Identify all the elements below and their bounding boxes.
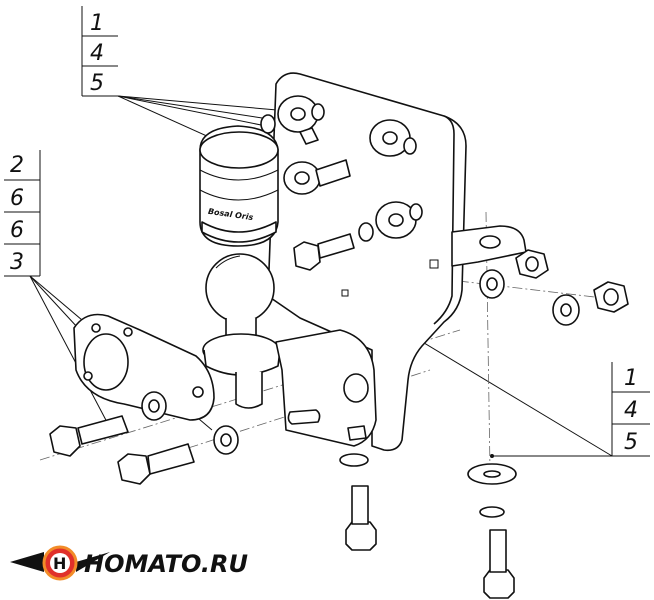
ball-cover: Bosal Oris: [199, 125, 279, 247]
nuts: [299, 127, 629, 313]
callout-table-top-left: 1 4 5: [81, 6, 118, 97]
callout-label: 6: [10, 186, 24, 211]
callout-label: 4: [90, 41, 104, 66]
callout-label: 5: [624, 430, 638, 455]
logo-wing-right: [76, 552, 110, 572]
callout-label: 3: [10, 250, 24, 275]
callout-label: 1: [624, 366, 638, 391]
logo-letter-mark: H: [53, 554, 66, 573]
callout-label: 4: [624, 398, 638, 423]
side-plate: [73, 313, 215, 421]
callout-table-left: 2 6 6 3: [4, 150, 41, 277]
callout-label: 1: [90, 11, 104, 36]
callout-label: 6: [10, 218, 24, 243]
tow-ball: [202, 253, 281, 409]
mounting-plate: [267, 72, 527, 452]
callout-label: 2: [10, 153, 24, 178]
lock-washers: [260, 103, 505, 518]
callout-table-right: 1 4 5: [611, 362, 650, 457]
ball-bracket: [275, 329, 377, 447]
washers: [141, 95, 580, 485]
logo-text: HOMATO.RU: [84, 550, 248, 578]
callout-label: 5: [90, 71, 104, 96]
bolts: [49, 159, 515, 599]
homato-logo: H HOMATO.RU: [10, 545, 248, 581]
logo-wing-left: [10, 552, 44, 572]
